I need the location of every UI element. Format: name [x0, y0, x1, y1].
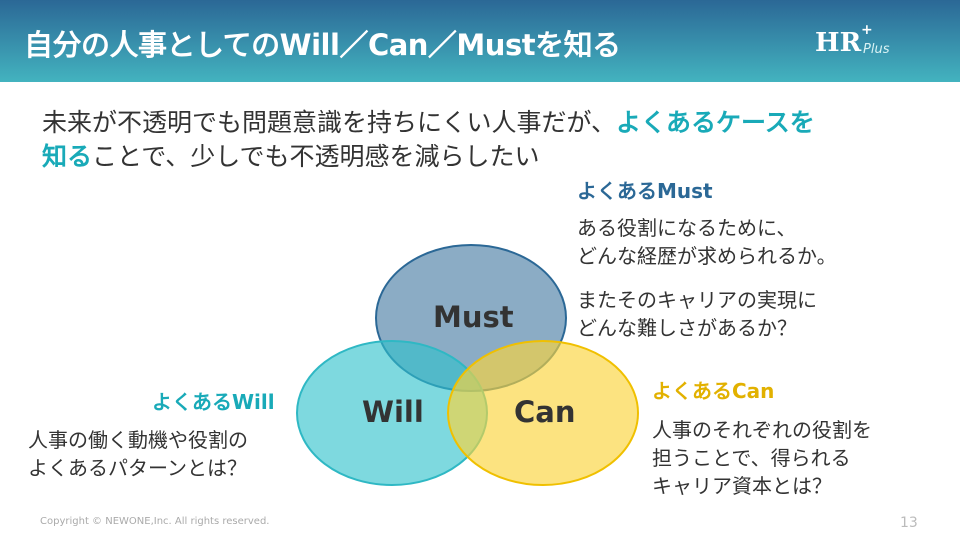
logo-sub: Plus — [863, 42, 890, 57]
lead-part2: ことで、少しでも不透明感を減らしたい — [92, 142, 540, 171]
page-number: 13 — [900, 515, 918, 531]
page-title: 自分の人事としてのWill／Can／Mustを知る — [24, 28, 621, 62]
can-label: Can — [514, 395, 576, 429]
logo-plus: + — [861, 22, 873, 38]
can-line: キャリア資本とは？ — [652, 474, 832, 498]
lead-highlight2: 知る — [42, 142, 93, 171]
header-bar: 自分の人事としてのWill／Can／Mustを知る HR+ Plus — [0, 0, 960, 82]
will-line: 人事の働く動機や役割の — [28, 428, 248, 452]
must-text-1: ある役割になるために、 どんな経歴が求められるか。 — [577, 214, 837, 270]
will-heading: よくあるWill — [152, 390, 275, 414]
must-line: どんな経歴が求められるか。 — [577, 244, 837, 268]
must-line: またそのキャリアの実現に — [577, 288, 817, 312]
must-text-2: またそのキャリアの実現に どんな難しさがあるか？ — [577, 286, 817, 342]
must-heading: よくあるMust — [577, 179, 713, 203]
will-text: 人事の働く動機や役割の よくあるパターンとは？ — [28, 426, 248, 482]
logo-main: HR — [815, 28, 862, 58]
can-line: 担うことで、得られる — [652, 446, 851, 470]
can-heading: よくあるCan — [652, 379, 775, 403]
can-line: 人事のそれぞれの役割を — [652, 418, 872, 442]
lead-text: 未来が不透明でも問題意識を持ちにくい人事だが、よくあるケースを 知ることで、少し… — [42, 106, 815, 174]
must-line: ある役割になるために、 — [577, 216, 797, 240]
will-label: Will — [362, 395, 424, 429]
hr-plus-logo: HR+ Plus — [815, 22, 889, 58]
copyright: Copyright © NEWONE,Inc. All rights reser… — [40, 516, 270, 527]
lead-highlight1: よくあるケースを — [616, 108, 815, 137]
must-line: どんな難しさがあるか？ — [577, 316, 797, 340]
will-line: よくあるパターンとは？ — [28, 456, 247, 480]
can-text: 人事のそれぞれの役割を 担うことで、得られる キャリア資本とは？ — [652, 416, 872, 500]
must-label: Must — [433, 300, 514, 334]
lead-part1: 未来が不透明でも問題意識を持ちにくい人事だが、 — [42, 108, 617, 137]
can-circle — [447, 340, 639, 486]
